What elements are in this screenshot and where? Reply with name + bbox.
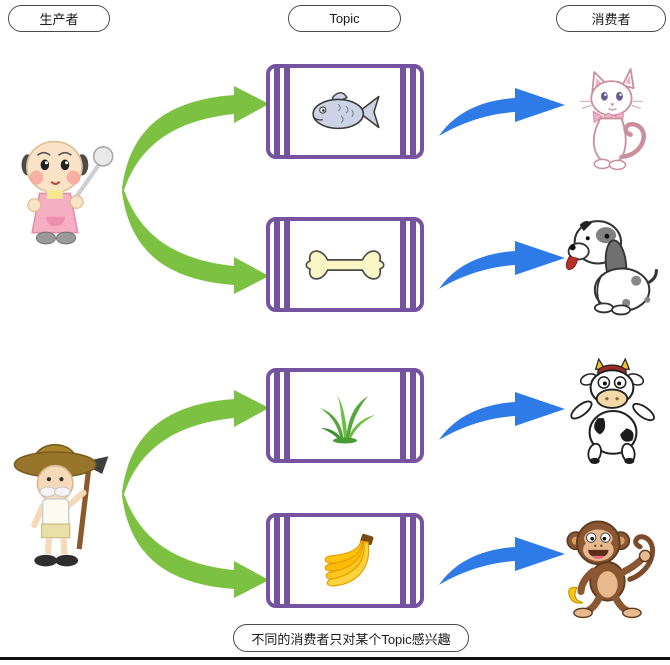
cow-consumer-icon xyxy=(570,357,655,464)
consumer-dog xyxy=(563,212,665,323)
blue-consume-arrow-cow xyxy=(439,392,565,440)
green-publish-arrows-farmer xyxy=(122,390,269,598)
grass-icon xyxy=(320,392,375,443)
queue-bar xyxy=(400,517,406,604)
green-publish-arrows-cook xyxy=(122,86,269,294)
blue-consume-arrow-monkey xyxy=(439,537,565,585)
fish-icon xyxy=(312,91,380,129)
producer-label-text: 生产者 xyxy=(39,12,79,27)
queue-bar xyxy=(400,221,406,308)
producer-farmer xyxy=(8,428,118,575)
queue-bar xyxy=(284,221,290,308)
topic-column-label: Topic xyxy=(288,5,401,32)
consumer-cow xyxy=(561,357,663,470)
blue-consume-arrow-dog xyxy=(439,241,565,289)
queue-bar xyxy=(410,372,416,459)
producer-column-label: 生产者 xyxy=(8,5,110,32)
topic-box-grass xyxy=(266,368,424,463)
queue-bar xyxy=(410,68,416,155)
bottom-divider-line xyxy=(0,657,670,660)
consumer-monkey xyxy=(556,500,664,625)
queue-bar xyxy=(284,68,290,155)
queue-bar xyxy=(284,517,290,604)
farmer-producer-icon xyxy=(13,443,109,567)
queue-bar xyxy=(410,221,416,308)
footer-note-text: 不同的消费者只对某个Topic感兴趣 xyxy=(251,631,451,647)
banana-icon xyxy=(324,533,374,587)
topic-box-bone xyxy=(266,217,424,312)
topic-box-fish xyxy=(266,64,424,159)
queue-bar xyxy=(410,517,416,604)
queue-bar xyxy=(400,68,406,155)
consumer-label-text: 消费者 xyxy=(591,12,631,27)
producer-cook xyxy=(12,133,118,260)
topic-box-banana xyxy=(266,513,424,608)
topic-label-text: Topic xyxy=(329,11,360,26)
queue-bar xyxy=(284,372,290,459)
cat-consumer-icon xyxy=(580,68,646,171)
consumer-column-label: 消费者 xyxy=(556,5,666,32)
blue-consume-arrow-cat xyxy=(439,88,565,136)
queue-bar xyxy=(274,517,280,604)
cook-producer-icon xyxy=(21,140,114,245)
queue-bar xyxy=(274,68,280,155)
queue-bar xyxy=(274,221,280,308)
footer-note: 不同的消费者只对某个Topic感兴趣 xyxy=(233,624,469,652)
queue-bar xyxy=(400,372,406,459)
monkey-consumer-icon xyxy=(566,520,656,619)
bone-icon xyxy=(305,249,385,280)
dog-consumer-icon xyxy=(565,220,658,316)
consumer-cat xyxy=(570,68,666,179)
queue-bar xyxy=(274,372,280,459)
